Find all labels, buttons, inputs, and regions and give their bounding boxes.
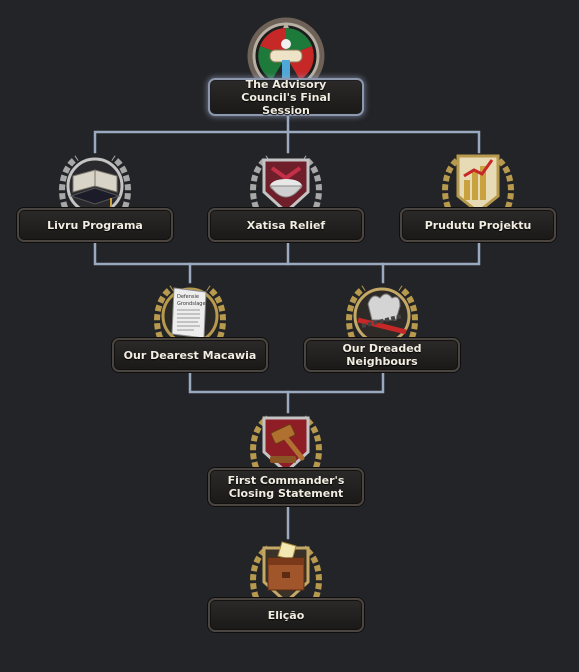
- focus-first-commanders-statement[interactable]: First Commander's Closing Statement: [208, 406, 364, 542]
- fist-chain-icon: [342, 276, 422, 356]
- treaty-document-icon: Defensie Grondslagen: [150, 276, 230, 356]
- production-chart-icon: [438, 146, 518, 226]
- focus-label[interactable]: Our Dearest Macawia: [112, 338, 268, 372]
- relief-bowl-icon: [246, 146, 326, 226]
- focus-label[interactable]: The Advisory Council's Final Session: [208, 78, 364, 117]
- focus-advisory-council[interactable]: The Advisory Council's Final Session: [208, 16, 364, 152]
- focus-our-dearest-macawia[interactable]: Defensie Grondslagen Our Dearest Macawia: [112, 276, 268, 412]
- focus-label[interactable]: Xatisa Relief: [208, 208, 364, 242]
- ballot-box-icon: [246, 536, 326, 616]
- document-text-line-2: Grondslagen: [177, 301, 209, 307]
- focus-label[interactable]: Elição: [208, 598, 364, 632]
- focus-prudutu-projektu[interactable]: Prudutu Projektu: [400, 146, 556, 282]
- focus-elicao[interactable]: Elição: [208, 536, 364, 672]
- focus-our-dreaded-neighbours[interactable]: Our Dreaded Neighbours: [304, 276, 460, 412]
- document-text-line-1: Defensie: [177, 294, 199, 300]
- gavel-icon: [246, 406, 326, 486]
- focus-label[interactable]: Livru Programa: [17, 208, 173, 242]
- focus-label[interactable]: Our Dreaded Neighbours: [304, 338, 460, 372]
- focus-label[interactable]: First Commander's Closing Statement: [208, 468, 364, 506]
- focus-label[interactable]: Prudutu Projektu: [400, 208, 556, 242]
- book-graduation-icon: [55, 146, 135, 226]
- focus-livru-programa[interactable]: Livru Programa: [17, 146, 173, 282]
- focus-xatisa-relief[interactable]: Xatisa Relief: [208, 146, 364, 282]
